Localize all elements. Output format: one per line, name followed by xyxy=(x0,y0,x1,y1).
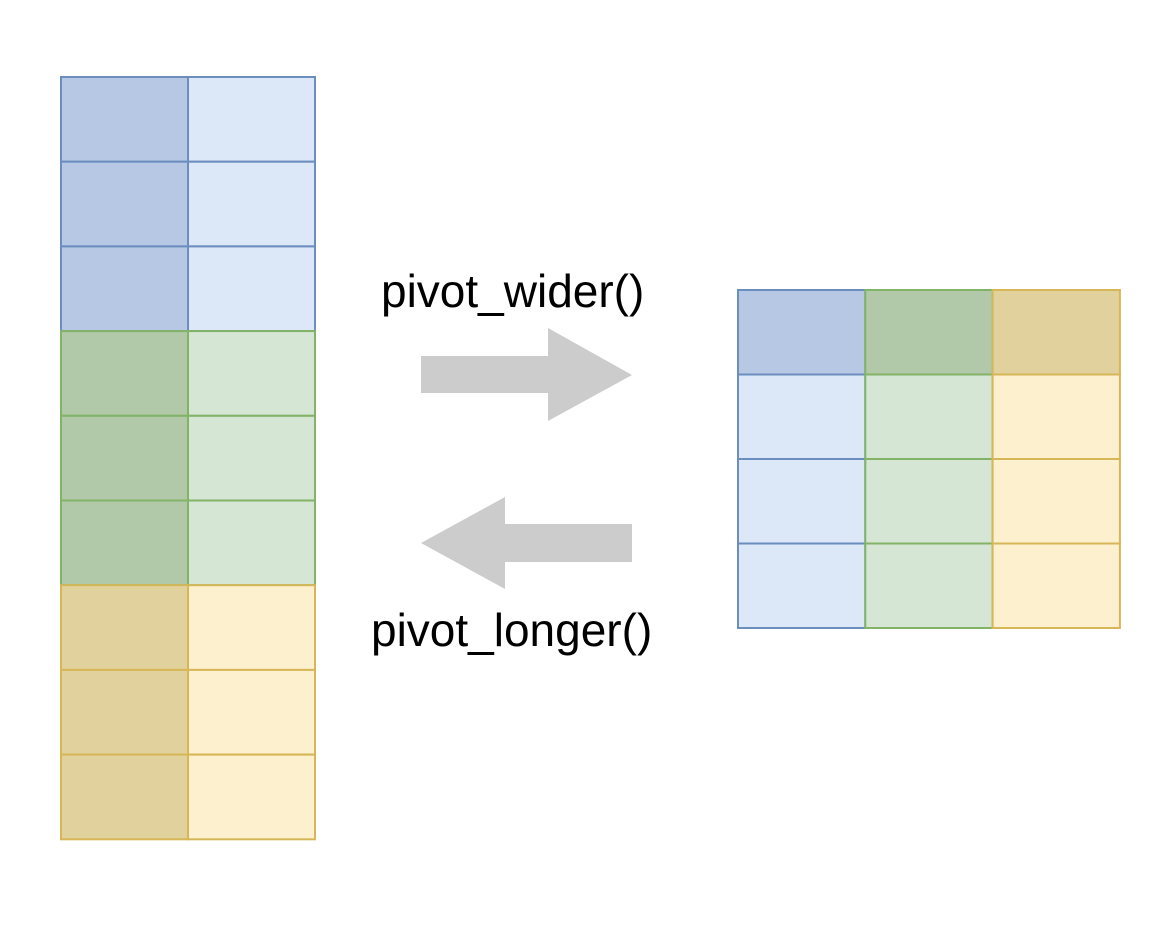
long-value-cell xyxy=(187,76,316,163)
long-value-cell xyxy=(187,499,316,587)
left-arrow-icon xyxy=(421,497,632,589)
long-table xyxy=(60,76,316,841)
long-value-cell xyxy=(187,414,316,502)
long-value-cell xyxy=(187,330,316,417)
long-value-cell xyxy=(187,753,316,841)
wide-value-cell xyxy=(864,373,994,460)
wide-value-cell xyxy=(737,373,867,460)
long-key-cell xyxy=(60,76,189,163)
long-key-cell xyxy=(60,668,189,756)
wide-header-cell xyxy=(864,289,994,376)
wide-header-cell xyxy=(737,289,867,376)
long-key-cell xyxy=(60,499,189,587)
wide-value-cell xyxy=(991,542,1121,629)
long-key-cell xyxy=(60,414,189,502)
wide-header-cell xyxy=(991,289,1121,376)
long-value-cell xyxy=(187,160,316,248)
long-value-cell xyxy=(187,668,316,756)
wide-value-cell xyxy=(864,458,994,545)
long-key-cell xyxy=(60,160,189,248)
long-key-cell xyxy=(60,330,189,417)
long-value-cell xyxy=(187,584,316,671)
wide-value-cell xyxy=(991,373,1121,460)
pivot-wider-label: pivot_wider() xyxy=(381,265,645,317)
wide-value-cell xyxy=(737,458,867,545)
wide-value-cell xyxy=(864,542,994,629)
long-value-cell xyxy=(187,245,316,333)
wide-value-cell xyxy=(737,542,867,629)
right-arrow-icon xyxy=(421,328,632,421)
wide-table xyxy=(737,289,1121,629)
long-key-cell xyxy=(60,245,189,333)
pivot-longer-label: pivot_longer() xyxy=(371,604,653,656)
long-key-cell xyxy=(60,753,189,841)
wide-value-cell xyxy=(991,458,1121,545)
long-key-cell xyxy=(60,584,189,671)
